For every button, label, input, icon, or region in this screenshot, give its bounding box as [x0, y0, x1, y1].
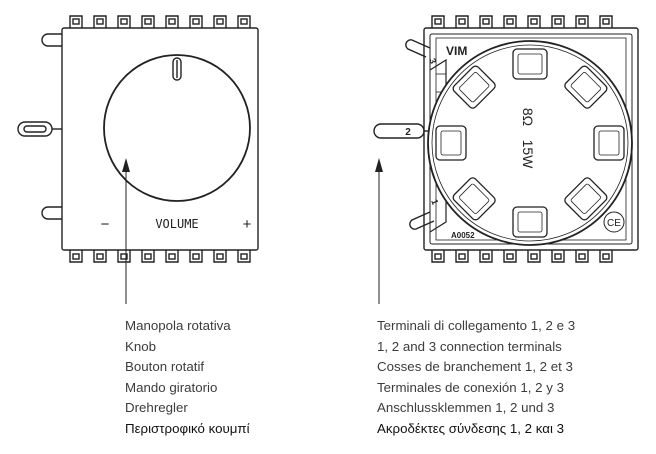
terminal-1 [409, 211, 435, 230]
terminals-caption: Terminali di collegamento 1, 2 e 3 1, 2 … [377, 316, 575, 440]
speaker-bottom-clips [431, 250, 613, 263]
knob-leader-arrow [122, 158, 130, 304]
terminal-1-label: 1 [429, 198, 440, 206]
speaker-plate [423, 27, 639, 251]
knob-caption-it: Manopola rotativa [125, 318, 231, 333]
terminals-leader-arrow [375, 158, 383, 304]
volume-label: VOLUME [155, 217, 198, 231]
knob-caption-fr: Bouton rotatif [125, 359, 205, 375]
terminal-3 [405, 39, 431, 58]
terminals-caption-de: Anschlussklemmen 1, 2 und 3 [377, 400, 555, 416]
terminal-2 [373, 123, 430, 139]
knob-module [17, 15, 259, 263]
knob-caption-es: Mando giratorio [125, 379, 218, 395]
impedance-label: 8Ω [520, 108, 536, 126]
speaker-module [373, 15, 639, 263]
knob-top-clips [69, 15, 251, 28]
speaker-top-clips [431, 15, 613, 28]
knob-plate [61, 27, 259, 251]
knob-caption: Manopola rotativa Knob Bouton rotatif Ma… [125, 316, 250, 440]
terminals-caption-el: Ακροδέκτες σύνδεσης 1, 2 και 3 [377, 420, 564, 436]
terminal-3-label: 3 [427, 57, 438, 65]
product-code-label: A0052 [451, 231, 475, 240]
rotary-knob[interactable] [103, 54, 251, 202]
knob-caption-el: Περιστροφικό κουμπί [125, 420, 250, 436]
knob-bottom-clips [69, 250, 251, 263]
speaker-vents [435, 48, 625, 238]
volume-minus-label: − [101, 216, 110, 233]
speaker-cone [427, 40, 633, 246]
terminals-caption-es: Terminales de conexión 1, 2 y 3 [377, 379, 565, 395]
knob-caption-en: Knob [125, 338, 157, 354]
knob-side-tabs [17, 33, 62, 220]
power-label: 15W [520, 140, 536, 170]
terminals-caption-en: 1, 2 and 3 connection terminals [377, 338, 562, 354]
brand-label: VIM [446, 44, 467, 58]
ce-mark: CE [607, 218, 621, 229]
volume-plus-label: + [243, 216, 252, 233]
terminals-caption-it: Terminali di collegamento 1, 2 e 3 [377, 318, 576, 333]
terminal-2-label: 2 [405, 127, 411, 138]
knob-pointer-mark [172, 57, 182, 81]
knob-caption-de: Drehregler [125, 400, 188, 416]
terminals-caption-fr: Cosses de branchement 1, 2 et 3 [377, 359, 573, 375]
